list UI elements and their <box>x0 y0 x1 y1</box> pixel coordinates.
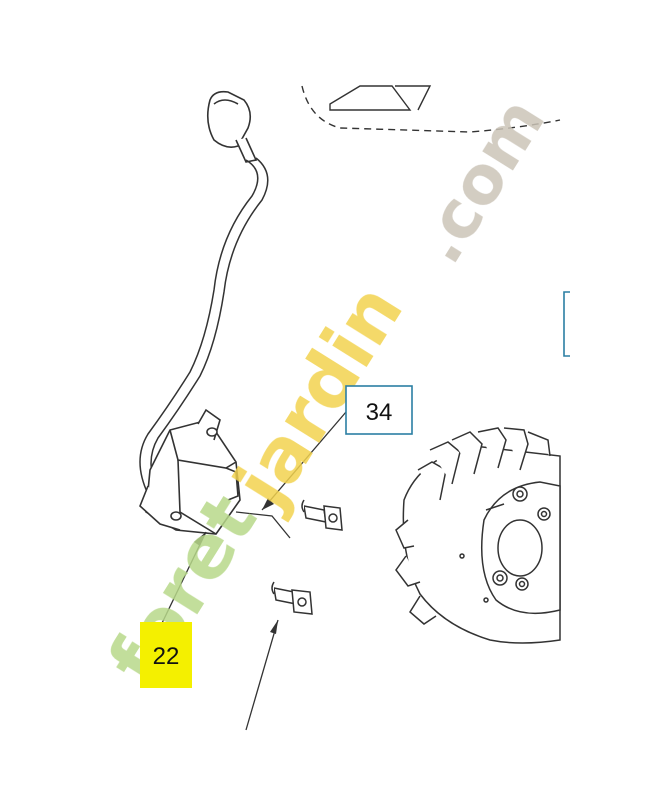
callout-34-label: 34 <box>366 399 393 426</box>
callout-34: 34 <box>345 385 413 435</box>
callout-22-label: 22 <box>153 643 180 670</box>
callout-22: 22 <box>140 622 192 688</box>
housing-outline <box>301 85 561 133</box>
arrow-heads <box>194 498 278 634</box>
flywheel <box>395 427 561 644</box>
ignition-coil <box>139 408 241 535</box>
spark-plug-cap <box>206 90 258 163</box>
ht-lead <box>139 157 269 495</box>
watermark-grey-text: .com <box>400 84 560 276</box>
screw <box>301 499 343 531</box>
coil-wire <box>235 511 291 539</box>
bracket-mark <box>563 291 570 357</box>
screw <box>271 581 313 615</box>
